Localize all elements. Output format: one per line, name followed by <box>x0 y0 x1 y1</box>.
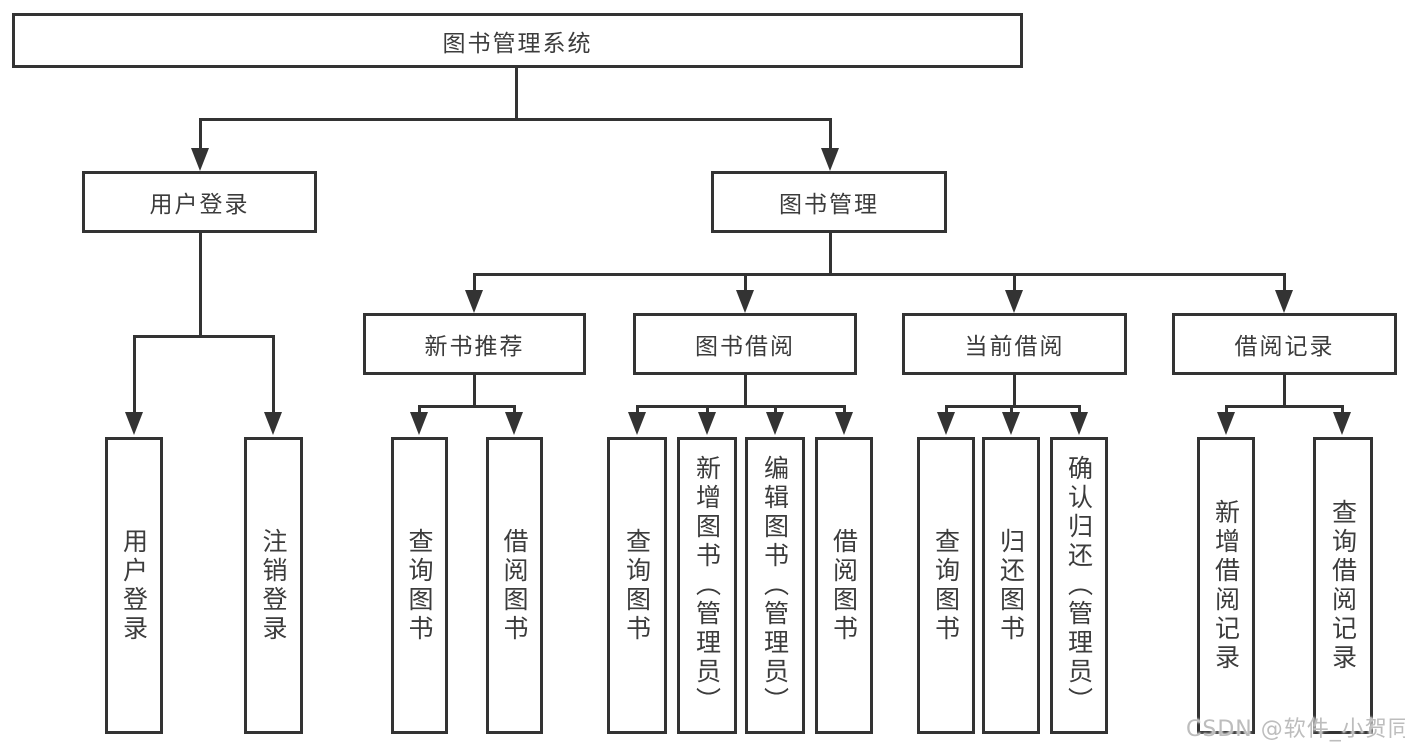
connector-line <box>473 375 476 408</box>
connector-line <box>199 118 202 150</box>
connector-line <box>1283 273 1286 290</box>
connector-line <box>199 118 832 121</box>
leaf-return-books: 归还图书 <box>982 437 1040 734</box>
leaf-query-books-2-label: 查询图书 <box>622 527 652 644</box>
leaf-borrow-books-1: 借阅图书 <box>486 437 543 734</box>
leaf-query-books-1: 查询图书 <box>391 437 448 734</box>
arrowhead-down-icon <box>1333 412 1351 435</box>
node-book-management: 图书管理 <box>711 171 947 233</box>
connector-line <box>636 405 845 408</box>
leaf-confirm-return-admin-label: 确认归还（管理员） <box>1064 455 1094 716</box>
leaf-borrow-books-2: 借阅图书 <box>815 437 873 734</box>
arrowhead-down-icon <box>766 412 784 435</box>
connector-line <box>1225 405 1344 408</box>
arrowhead-down-icon <box>1070 412 1088 435</box>
connector-line <box>133 335 274 338</box>
connector-line <box>829 233 832 276</box>
leaf-query-books-1-label: 查询图书 <box>405 527 434 644</box>
connector-line <box>133 335 136 412</box>
connector-line <box>843 405 846 414</box>
arrowhead-down-icon <box>698 412 716 435</box>
leaf-query-books-2: 查询图书 <box>607 437 667 734</box>
arrowhead-down-icon <box>465 290 483 313</box>
leaf-query-borrow-record: 查询借阅记录 <box>1313 437 1373 734</box>
node-borrowing-records-label: 借阅记录 <box>1234 334 1335 360</box>
leaf-query-borrow-record-label: 查询借阅记录 <box>1328 498 1358 673</box>
leaf-add-borrow-record: 新增借阅记录 <box>1197 437 1255 734</box>
leaf-user-login-label: 用户登录 <box>119 527 149 644</box>
connector-line <box>1013 375 1016 408</box>
connector-line <box>199 233 202 337</box>
connector-line <box>272 335 275 412</box>
node-new-book-recommend-label: 新书推荐 <box>424 334 525 360</box>
connector-line <box>515 68 518 118</box>
leaf-add-borrow-record-label: 新增借阅记录 <box>1211 498 1241 673</box>
node-current-borrowing-label: 当前借阅 <box>964 334 1065 360</box>
leaf-logout: 注销登录 <box>244 437 303 734</box>
connector-line <box>945 405 948 414</box>
connector-line <box>1283 375 1286 408</box>
arrowhead-down-icon <box>410 412 428 435</box>
arrowhead-down-icon <box>1275 290 1293 313</box>
arrowhead-down-icon <box>736 290 754 313</box>
node-user-login: 用户登录 <box>82 171 317 233</box>
arrowhead-down-icon <box>125 412 143 435</box>
arrowhead-down-icon <box>1005 290 1023 313</box>
arrowhead-down-icon <box>1217 412 1235 435</box>
leaf-add-books-admin-label: 新增图书（管理员） <box>692 455 722 716</box>
connector-line <box>1078 405 1081 414</box>
leaf-logout-label: 注销登录 <box>259 527 288 644</box>
leaf-user-login: 用户登录 <box>105 437 163 734</box>
node-book-borrowing: 图书借阅 <box>633 313 857 375</box>
node-borrowing-records: 借阅记录 <box>1172 313 1397 375</box>
leaf-edit-books-admin: 编辑图书（管理员） <box>745 437 805 734</box>
connector-line <box>744 273 747 290</box>
leaf-query-books-3: 查询图书 <box>917 437 975 734</box>
connector-line <box>636 405 639 414</box>
connector-line <box>513 405 516 414</box>
arrowhead-down-icon <box>821 148 839 171</box>
connector-line <box>1225 405 1228 414</box>
arrowhead-down-icon <box>628 412 646 435</box>
arrowhead-down-icon <box>191 148 209 171</box>
node-new-book-recommend: 新书推荐 <box>363 313 586 375</box>
leaf-query-books-3-label: 查询图书 <box>931 527 961 644</box>
leaf-borrow-books-2-label: 借阅图书 <box>829 527 859 644</box>
csdn-watermark: CSDN @软件_小贺同学 <box>1186 717 1405 742</box>
arrowhead-down-icon <box>505 412 523 435</box>
connector-line <box>418 405 516 408</box>
node-current-borrowing: 当前借阅 <box>902 313 1127 375</box>
leaf-add-books-admin: 新增图书（管理员） <box>677 437 737 734</box>
node-root-label: 图书管理系统 <box>442 30 593 57</box>
node-root: 图书管理系统 <box>12 13 1023 68</box>
leaf-return-books-label: 归还图书 <box>996 527 1026 644</box>
connector-line <box>1341 405 1344 414</box>
connector-line <box>1010 405 1013 414</box>
leaf-confirm-return-admin: 确认归还（管理员） <box>1050 437 1108 734</box>
connector-line <box>1013 273 1016 290</box>
connector-line <box>706 405 709 414</box>
connector-line <box>829 118 832 150</box>
connector-line <box>473 273 476 290</box>
arrowhead-down-icon <box>937 412 955 435</box>
connector-line <box>473 273 1285 276</box>
leaf-borrow-books-1-label: 借阅图书 <box>500 527 529 644</box>
connector-line <box>945 405 1081 408</box>
node-book-borrowing-label: 图书借阅 <box>695 334 795 360</box>
connector-line <box>418 405 421 414</box>
arrowhead-down-icon <box>1002 412 1020 435</box>
node-book-management-label: 图书管理 <box>779 192 879 218</box>
connector-line <box>774 405 777 414</box>
arrowhead-down-icon <box>835 412 853 435</box>
arrowhead-down-icon <box>264 412 282 435</box>
node-user-login-label: 用户登录 <box>149 192 250 218</box>
leaf-edit-books-admin-label: 编辑图书（管理员） <box>760 455 790 716</box>
connector-line <box>744 375 747 408</box>
